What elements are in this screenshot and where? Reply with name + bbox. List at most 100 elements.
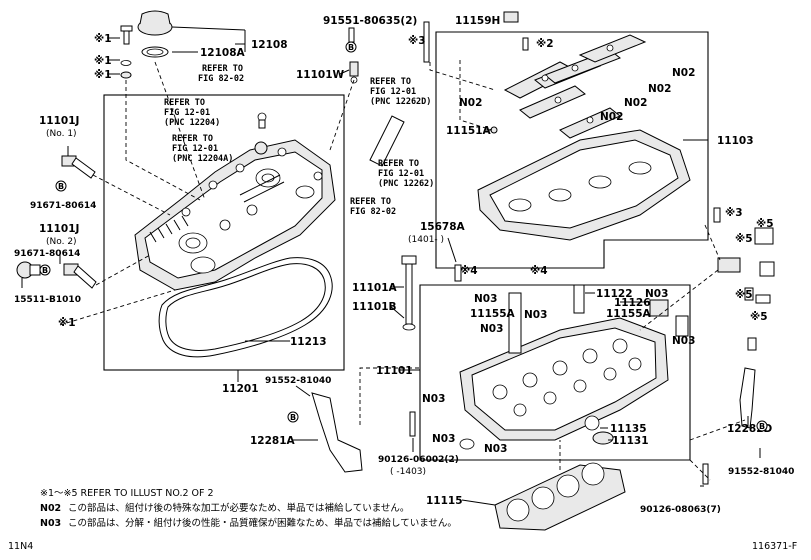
cap-bolt-drawing (522, 37, 529, 51)
marker: ※5 (735, 289, 753, 301)
no2-label[interactable]: N02 (672, 67, 695, 79)
part-label-11213[interactable]: 11213 (290, 336, 327, 348)
part-label-11101w[interactable]: 11101W (296, 69, 345, 81)
part-label-11101[interactable]: 11101 (376, 365, 413, 377)
circle-b-label: B (58, 182, 64, 191)
part-label-12281a[interactable]: 12281A (250, 435, 296, 447)
part-label-91552-a[interactable]: 91552-81040 (265, 376, 331, 386)
part-label-11159h[interactable]: 11159H (455, 15, 500, 27)
footnote-text: この部品は、分解・組付け後の性能・品質確保が困難なため、単品では補給していません… (68, 517, 457, 529)
head-cover-group-box (103, 94, 345, 371)
plug-11135-drawing (584, 415, 600, 431)
footnote-text: この部品は、組付け後の特殊な加工が必要なため、単品では補給していません。 (68, 502, 409, 514)
camshaft-housing-group-box (435, 31, 709, 269)
plug-11159h-drawing (503, 11, 519, 23)
no3-label[interactable]: N03 (422, 393, 445, 405)
part-label-11131[interactable]: 11131 (612, 435, 649, 447)
no3-label[interactable]: N03 (524, 309, 547, 321)
refer-fig[interactable]: FIG 12-01 (370, 87, 416, 97)
part-sub-label: (No. 1) (46, 129, 77, 139)
part-sub-label: (No. 2) (46, 237, 77, 247)
part-label-15511[interactable]: 15511-B1010 (14, 295, 81, 305)
part-label-11155a-l[interactable]: 11155A (470, 308, 516, 320)
marker: ※4 (530, 265, 548, 277)
part-label-90126-b[interactable]: 90126-08063(7) (640, 505, 721, 515)
part-label-11135[interactable]: 11135 (610, 423, 647, 435)
stud-90126-drawing (409, 411, 416, 437)
no2-label[interactable]: N02 (459, 97, 482, 109)
footer-code-left: 11N4 (8, 541, 33, 552)
part-label-11101b[interactable]: 11101B (352, 301, 397, 313)
refer-line: REFER TO (350, 197, 391, 207)
cylinder-head-cover-drawing (134, 139, 336, 291)
refer-fig[interactable]: FIG 12-01 (378, 169, 424, 179)
bolt-91551-drawing (348, 27, 355, 43)
part-label-11151a[interactable]: 11151A (446, 125, 492, 137)
part-label-90126-a[interactable]: 90126-06002(2) (378, 455, 459, 465)
part-label-91551[interactable]: 91551-80635(2) (323, 15, 417, 27)
no3-label[interactable]: N03 (645, 288, 668, 300)
part-label-11103[interactable]: 11103 (717, 135, 754, 147)
marker: ※4 (460, 265, 478, 277)
no2-label[interactable]: N02 (624, 97, 647, 109)
marker: ※5 (735, 233, 753, 245)
refer-pnc: (PNC 12262D) (370, 97, 431, 107)
footnote-ref: ※1～※5 REFER TO ILLUST NO.2 OF 2 (40, 488, 214, 499)
marker: ※1 (94, 55, 112, 67)
oil-filler-cap-drawing (137, 10, 173, 58)
fitting-11101w-drawing (349, 61, 359, 84)
part-label-11101j-1[interactable]: 11101J (39, 115, 79, 127)
part-label-11115[interactable]: 11115 (426, 495, 463, 507)
cap-n03-drawing (649, 299, 669, 317)
no2-label[interactable]: N02 (648, 83, 671, 95)
circle-b-label: B (290, 413, 296, 422)
camshaft-housing-drawing (477, 34, 691, 241)
part-label-91671-b[interactable]: 91671-80614 (14, 249, 80, 259)
part-label-12108a[interactable]: 12108A (200, 47, 246, 59)
part-sub-label: ( -1403) (390, 467, 426, 477)
leader-lines (21, 26, 761, 506)
part-label-11122[interactable]: 11122 (596, 288, 633, 300)
part-label-91671-a[interactable]: 91671-80614 (30, 201, 96, 211)
part-label-15678a[interactable]: 15678A (420, 221, 466, 233)
no3-label[interactable]: N03 (484, 443, 507, 455)
refer-line: REFER TO (378, 159, 419, 169)
part-label-11101j-2[interactable]: 11101J (39, 223, 79, 235)
footnote-code: N02 (40, 503, 61, 514)
no3-label[interactable]: N03 (480, 323, 503, 335)
part-label-11126[interactable]: 11126 (614, 297, 651, 309)
refer-fig[interactable]: FIG 12-01 (164, 108, 210, 118)
engine-hanger-12281a-drawing (311, 392, 363, 473)
part-sub-label: (1401- ) (408, 235, 444, 245)
no3-label[interactable]: N03 (672, 335, 695, 347)
no3-label[interactable]: N03 (432, 433, 455, 445)
refer-fig[interactable]: FIG 82-02 (350, 207, 396, 217)
circle-b-label: B (42, 266, 48, 275)
part-label-11155a-r[interactable]: 11155A (606, 308, 652, 320)
no2-label[interactable]: N02 (600, 111, 623, 123)
part-label-11101a[interactable]: 11101A (352, 282, 398, 294)
marker: ※5 (750, 311, 768, 323)
oil-control-valve-drawing (16, 261, 41, 279)
refer-line: REFER TO (164, 98, 205, 108)
part-label-91552-b[interactable]: 91552-81040 (728, 467, 794, 477)
refer-fig[interactable]: FIG 12-01 (172, 144, 218, 154)
part-label-11201[interactable]: 11201 (222, 383, 259, 395)
marker: ※1 (58, 317, 76, 329)
head-gasket-drawing (494, 462, 626, 531)
ventilation-hose-drawing (369, 115, 405, 167)
head-cover-gasket-drawing (158, 257, 333, 358)
cam-sensor-no1-drawing (61, 155, 96, 179)
refer-line: REFER TO (172, 134, 213, 144)
circle-b-label: B (348, 43, 354, 52)
long-bolt-drawing (423, 21, 430, 63)
refer-fig[interactable]: FIG 82-02 (198, 74, 244, 84)
reference-notes: REFER TO FIG 82-02 REFER TO FIG 12-01 (P… (164, 64, 434, 217)
refer-pnc: (PNC 12204) (164, 118, 220, 128)
hose-clamp-drawing (717, 257, 741, 273)
sleeve-n03-drawing (675, 315, 689, 337)
washer-11101b-drawing (402, 323, 416, 331)
no3-label[interactable]: N03 (474, 293, 497, 305)
part-label-12108[interactable]: 12108 (251, 39, 288, 51)
